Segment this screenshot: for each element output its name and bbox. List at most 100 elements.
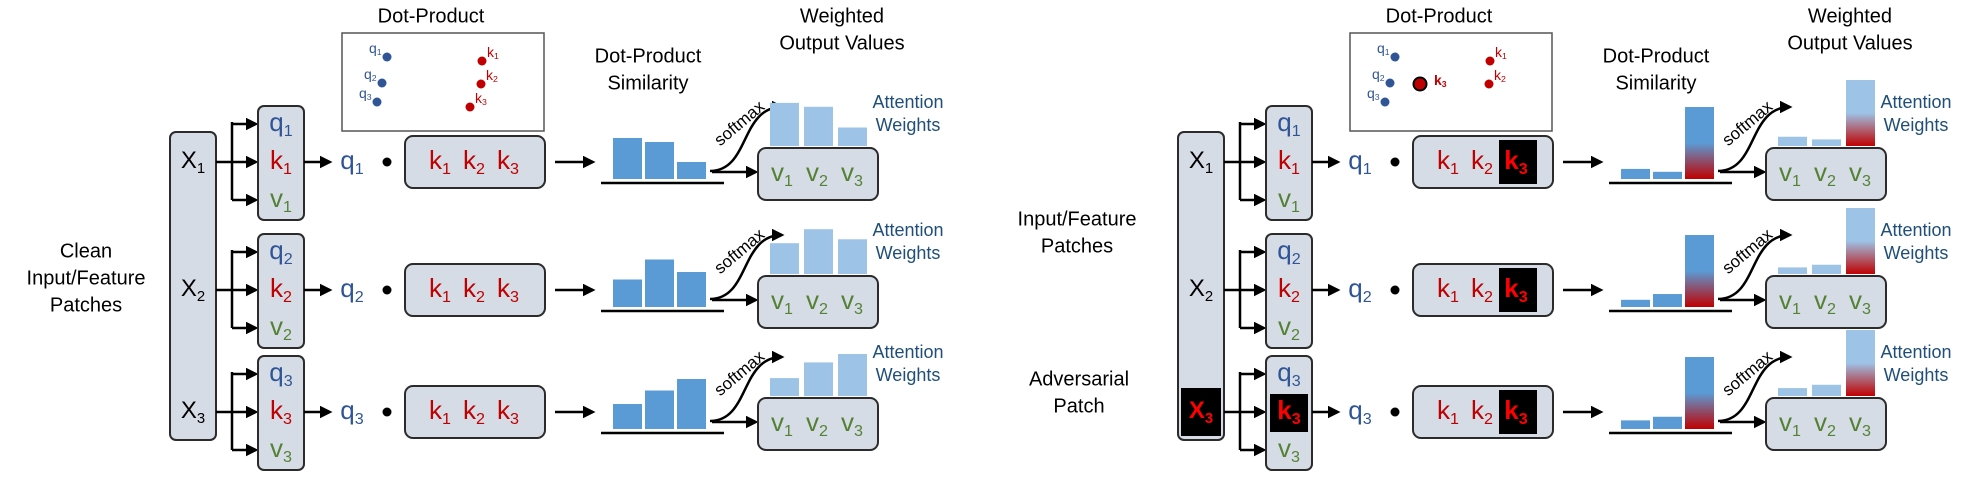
qkv-v-3-subscript: 3 [1291,448,1300,466]
qkv-q-1-letter: q [269,107,283,137]
attention-weight-bar-2-3 [838,239,867,274]
qkv-k-1: k1 [270,145,292,178]
qkv-v-2-subscript: 2 [283,326,292,344]
adversarial-key-1 [1499,140,1537,184]
input-patch-2-letter: X [181,275,197,302]
qkv-k-1-subscript: 1 [1291,160,1300,178]
input-patch-3-subscript: 3 [1205,411,1213,427]
value-3-row-2: v3 [841,285,863,318]
qkv-q-3-letter: q [269,357,283,387]
softmax-curve-1 [1717,100,1793,173]
qkv-v-3: v3 [270,433,292,466]
values-box-2 [757,275,879,329]
value-2-row-1: v2 [1814,157,1836,190]
input-patch-1: X1 [1189,147,1213,177]
similarity-title-line1: Dot-Product [595,45,702,67]
qkv-q-3: q3 [269,357,292,390]
key-1-row-1: k1 [429,145,451,178]
key-2-row-1-subscript: 2 [476,160,485,178]
qkv-q-3: q3 [1277,357,1300,390]
scatter-label-k3-letter: k [475,90,483,106]
dot-product-space-box [341,32,545,132]
value-1-row-2-letter: v [1779,285,1792,315]
softmax-curve-2 [1717,228,1793,301]
qkv-q-1: q1 [1277,107,1300,140]
key-1-row-3: k1 [1437,395,1459,428]
similarity-bar-3-2 [1653,416,1682,429]
scatter-point-q2 [377,78,387,88]
key-3-row-3-letter: k [1504,395,1519,425]
attention-weights-label-line2-2: Weights [1884,243,1949,263]
key-2-row-1: k2 [1471,145,1493,178]
similarity-bar-3-3 [677,379,706,429]
input-patch-2-subscript: 2 [1205,289,1213,305]
key-2-row-2-letter: k [1471,273,1485,303]
key-2-row-1-letter: k [463,145,477,175]
similarity-bar-3-1 [613,404,642,429]
value-3-row-2-letter: v [1849,285,1862,315]
similarity-bar-1-2 [645,142,674,179]
key-1-row-3-subscript: 1 [442,410,451,428]
attention-weight-bar-2-3 [1846,208,1875,274]
similarity-title-line2: Similarity [1615,72,1696,94]
row-query-1-letter: q [340,145,354,175]
attention-weight-bar-1-3 [1846,80,1875,146]
softmax-curve-2 [709,228,785,301]
qkv-v-2: v2 [270,311,292,344]
key-2-row-3-letter: k [463,395,477,425]
value-1-row-1: v1 [771,157,793,190]
scatter-label-q2: q2 [1372,66,1385,84]
scatter-label-k1: k1 [487,44,499,62]
key-1-row-2-letter: k [429,273,443,303]
key-2-row-2-letter: k [463,273,477,303]
input-patch-1: X1 [181,147,205,177]
qkv-q-2: q2 [1277,235,1300,268]
value-2-row-3: v2 [1814,407,1836,440]
value-3-row-1: v3 [841,157,863,190]
value-3-row-3-letter: v [841,407,854,437]
adversarial-key-patch [1270,394,1308,432]
dot-product-symbol-2 [1390,285,1400,295]
key-2-row-2: k2 [463,273,485,306]
adversarial-input-patch [1181,388,1221,436]
input-patch-3-letter: X [181,397,197,424]
key-1-row-2: k1 [1437,273,1459,306]
similarity-bar-3-2 [645,390,674,429]
qkv-v-1: v1 [270,183,292,216]
scatter-point-k2 [1484,79,1494,89]
scatter-label-k2: k2 [486,67,498,85]
qkv-v-1-subscript: 1 [283,198,292,216]
attention-weight-bar-3-2 [1812,384,1841,396]
qkv-v-2-subscript: 2 [1291,326,1300,344]
key-1-row-2-subscript: 1 [442,288,451,306]
row-query-2: q2 [340,273,363,306]
qkv-k-2-subscript: 2 [283,288,292,306]
scatter-label-q2: q2 [364,66,377,84]
similarity-bar-1-3 [1685,107,1714,179]
input-patches-box [169,131,217,441]
row-query-3-letter: q [1348,395,1362,425]
value-2-row-1-subscript: 2 [1827,172,1836,190]
values-box-3 [1765,397,1887,451]
value-3-row-1-letter: v [1849,157,1862,187]
scatter-label-k3-subscript: 3 [482,97,487,107]
scatter-label-q1: q1 [1377,40,1390,58]
values-box-2 [1765,275,1887,329]
output-title-line1: Weighted [800,5,884,27]
input-patch-2-subscript: 2 [197,289,205,305]
softmax-label-2: softmax [710,224,768,277]
key-2-row-3-subscript: 2 [476,410,485,428]
attention-weights-label-line1-3: Attention [1880,342,1951,362]
row-query-1-subscript: 1 [1363,160,1372,178]
row-query-2-letter: q [1348,273,1362,303]
value-2-row-2: v2 [806,285,828,318]
dot-product-symbol-1 [1390,157,1400,167]
scatter-point-q2 [1385,78,1395,88]
row-query-3: q3 [340,395,363,428]
scatter-label-q1-letter: q [1377,40,1385,56]
value-1-row-2: v1 [1779,285,1801,318]
similarity-bar-2-1 [613,279,642,307]
qkv-v-1-letter: v [270,183,283,213]
attention-weight-bar-1-1 [1778,136,1807,146]
qkv-q-2-subscript: 2 [1292,250,1301,268]
